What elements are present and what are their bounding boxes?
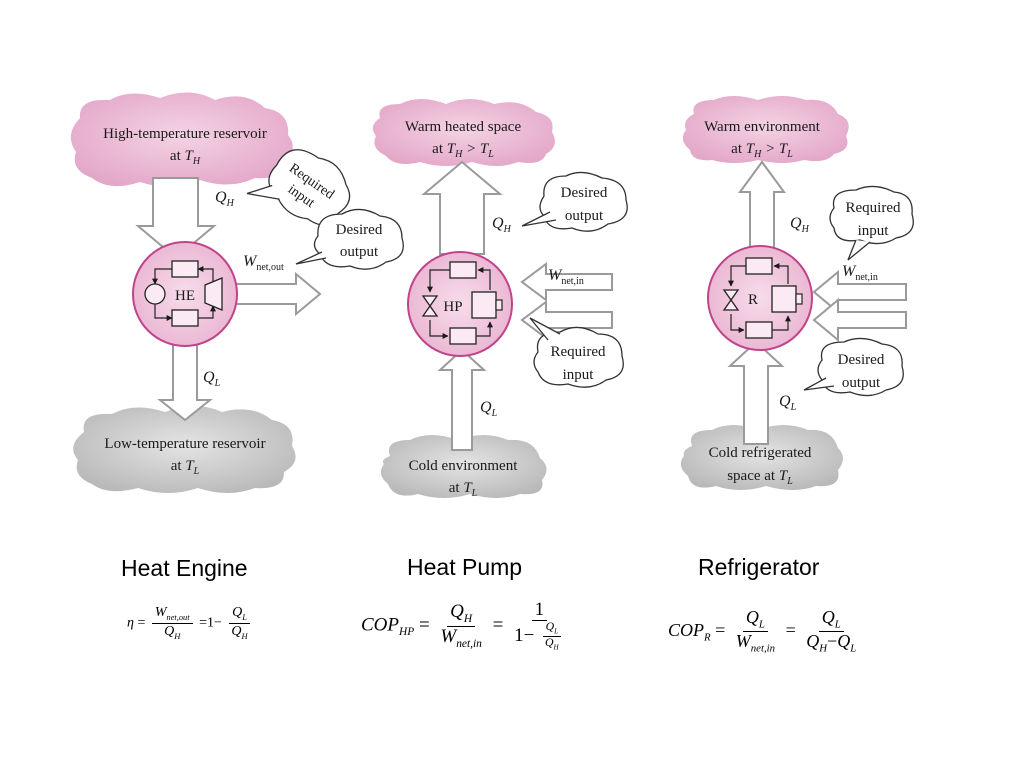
hp-bottom-line1: Cold environment: [409, 458, 519, 474]
r-device-label: R: [748, 292, 758, 308]
svg-text:output: output: [565, 208, 604, 224]
r-qh-arrow-up: [738, 160, 786, 253]
svg-text:Desired: Desired: [336, 222, 383, 238]
warm-heated-space-cloud: [372, 99, 555, 166]
low-temp-reservoir-line2: at TL: [171, 458, 200, 477]
svg-text:output: output: [340, 244, 379, 260]
cold-refrigerated-space-cloud: [680, 425, 843, 490]
hp-top-line2: at TH > TL: [432, 141, 494, 160]
refrigerator-cop-formula: COPR = QL Wnet,in = QL QH−QL: [668, 607, 857, 655]
r-ql-label: QL: [779, 393, 797, 413]
heat-pump-diagram: Warm heated space at TH > TL Cold enviro…: [372, 99, 628, 499]
r-bottom-line2: space at TL: [727, 468, 793, 487]
work-out-arrow: [231, 271, 322, 317]
he-ql-label: QL: [203, 369, 221, 389]
he-work-label: Wnet,out: [243, 253, 284, 273]
refrigerator-device: [707, 245, 813, 351]
heat-engine-diagram: High-temperature reservoir at TH Low-tem…: [70, 92, 404, 493]
he-qh-label: QH: [215, 189, 235, 209]
heat-engine-heading: Heat Engine: [121, 555, 248, 581]
r-bottom-line1: Cold refrigerated: [709, 445, 812, 461]
refrigerator-diagram: Warm environment at TH > TL Cold refrige…: [680, 96, 914, 490]
low-temp-reservoir-line1: Low-temperature reservoir: [104, 436, 265, 452]
hp-required-input-bubble: Required input: [529, 317, 624, 388]
hp-work-in-arrow-top: [520, 262, 613, 302]
hp-qh-arrow-up: [421, 160, 503, 255]
hp-top-line1: Warm heated space: [405, 119, 522, 135]
he-desired-output-bubble: Desired output: [295, 208, 404, 270]
heat-pump-cop-formula: COPHP = QH Wnet,in = 1 1− QL QH: [361, 600, 571, 652]
warm-environment-cloud: [682, 96, 849, 163]
r-desired-output-bubble: Desired output: [803, 337, 904, 397]
heat-pump-device: [407, 251, 513, 357]
he-required-input-bubble: Required input: [246, 149, 351, 226]
hp-desired-output-bubble: Desired output: [521, 171, 628, 232]
he-device-label: HE: [175, 288, 195, 304]
hp-qh-label: QH: [492, 215, 512, 235]
r-top-line2: at TH > TL: [731, 141, 793, 160]
svg-text:Required: Required: [846, 200, 901, 216]
hp-bottom-line2: at TL: [449, 480, 478, 499]
svg-text:Required: Required: [551, 344, 606, 360]
cold-environment-cloud: [380, 435, 547, 498]
svg-text:Desired: Desired: [561, 185, 608, 201]
r-qh-label: QH: [790, 215, 810, 235]
svg-text:input: input: [858, 223, 890, 239]
svg-text:input: input: [563, 367, 595, 383]
r-required-input-bubble: Required input: [829, 185, 914, 261]
svg-text:output: output: [842, 375, 881, 391]
svg-text:Desired: Desired: [838, 352, 885, 368]
heat-engine-device: [132, 241, 238, 347]
r-ql-arrow-up: [727, 340, 785, 445]
r-work-label: Wnet,in: [842, 263, 878, 283]
heat-pump-heading: Heat Pump: [407, 554, 523, 580]
refrigerator-heading: Refrigerator: [698, 554, 820, 580]
hp-ql-arrow-up: [437, 348, 487, 451]
hp-ql-label: QL: [480, 399, 498, 419]
low-temperature-reservoir-cloud: [73, 406, 296, 493]
heat-engine-efficiency-formula: η = Wnet,out QH =1− QL QH: [127, 605, 254, 641]
r-work-in-arrow-bottom: [812, 297, 907, 343]
high-temp-reservoir-line2: at TH: [170, 148, 201, 167]
high-temperature-reservoir-cloud: [70, 92, 293, 187]
hp-device-label: HP: [443, 299, 462, 315]
hp-work-label: Wnet,in: [548, 267, 584, 287]
high-temp-reservoir-line1: High-temperature reservoir: [103, 126, 267, 142]
r-top-line1: Warm environment: [704, 119, 821, 135]
